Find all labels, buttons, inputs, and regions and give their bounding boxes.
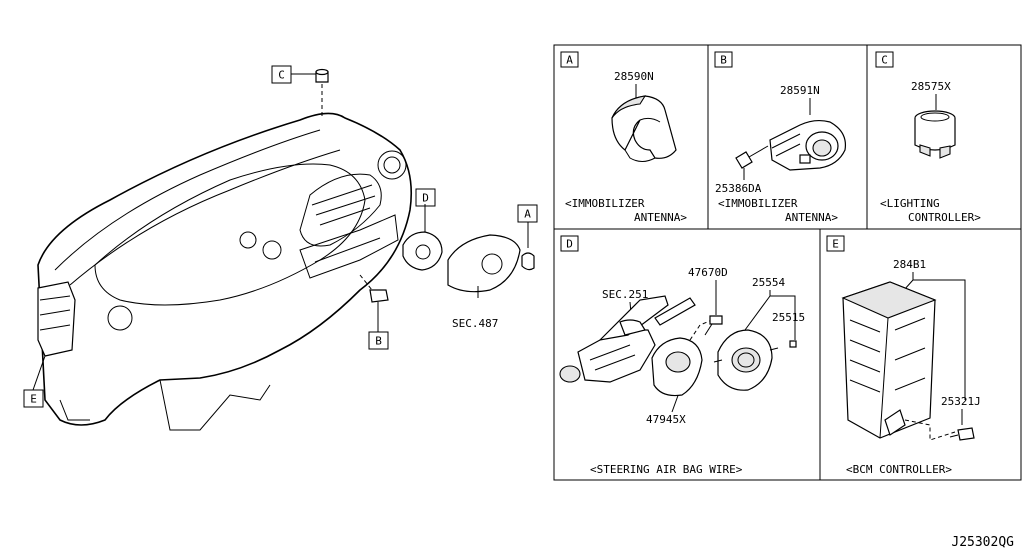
callout-a: A: [517, 204, 538, 223]
clock-spring-ring-part: [651, 319, 713, 397]
caption-a-line2: ANTENNA>: [634, 211, 687, 224]
lighting-controller-part: [914, 110, 956, 159]
svg-text:E: E: [30, 393, 37, 406]
svg-text:C: C: [278, 69, 285, 82]
part-284b1: 284B1: [893, 258, 926, 271]
caption-c-line2: CONTROLLER>: [908, 211, 981, 224]
caption-b-line1: <IMMOBILIZER: [718, 197, 798, 210]
callout-e: E: [23, 355, 46, 408]
part-28591n: 28591N: [780, 84, 820, 97]
panel-a: A 28590N <IMMOBILIZER ANTENNA>: [560, 51, 687, 224]
caption-b-line2: ANTENNA>: [785, 211, 838, 224]
caption-c-line1: <LIGHTING: [880, 197, 940, 210]
svg-text:B: B: [720, 54, 727, 67]
caption-e: <BCM CONTROLLER>: [846, 463, 952, 476]
part-47670d: 47670D: [688, 266, 728, 279]
callout-d: D: [415, 188, 436, 207]
callout-c: C: [271, 65, 316, 84]
sec-251-label: SEC.251: [602, 288, 648, 301]
figure-code: J25302QG: [951, 535, 1014, 550]
immobilizer-antenna-b-part: [769, 119, 847, 171]
part-28575x: 28575X: [911, 80, 951, 93]
part-25554: 25554: [752, 276, 785, 289]
svg-text:D: D: [566, 238, 573, 251]
screw-47670d-part: [704, 315, 723, 336]
panel-b: B 28591N 25386DA <IMMOBILIZER ANTENNA>: [714, 51, 847, 224]
panel-d: D SEC.251 47670D 25554 25515 47945X: [559, 235, 805, 476]
combination-switch-part: [559, 295, 696, 383]
svg-text:A: A: [566, 54, 573, 67]
caption-d: <STEERING AIR BAG WIRE>: [590, 463, 743, 476]
part-28590n: 28590N: [614, 70, 654, 83]
spiral-cable-part: [713, 329, 779, 391]
bcm-controller-part: [841, 281, 937, 439]
caption-a-line1: <IMMOBILIZER: [565, 197, 645, 210]
svg-text:C: C: [881, 54, 888, 67]
part-47945x: 47945X: [646, 413, 686, 426]
part-25321j: 25321J: [941, 395, 981, 408]
svg-text:B: B: [375, 335, 382, 348]
panel-c: C 28575X <LIGHTING CONTROLLER>: [875, 51, 981, 224]
part-25515: 25515: [772, 311, 805, 324]
connector-25515-part: [789, 340, 797, 348]
callout-b: B: [368, 331, 389, 350]
svg-text:A: A: [524, 208, 531, 221]
bolt-25386da-part: [735, 145, 769, 180]
svg-text:D: D: [422, 192, 429, 205]
panel-grid: [553, 44, 1022, 481]
part-25386da: 25386DA: [715, 182, 762, 195]
immobilizer-antenna-a-part: [611, 95, 677, 162]
dashboard-overview: [37, 68, 535, 431]
clip-25321j-part: [949, 427, 975, 441]
panel-e: E 284B1 25321J <BCM CONTROLLER>: [826, 235, 981, 476]
sec-487-label: SEC.487: [452, 317, 498, 330]
svg-text:E: E: [832, 238, 839, 251]
